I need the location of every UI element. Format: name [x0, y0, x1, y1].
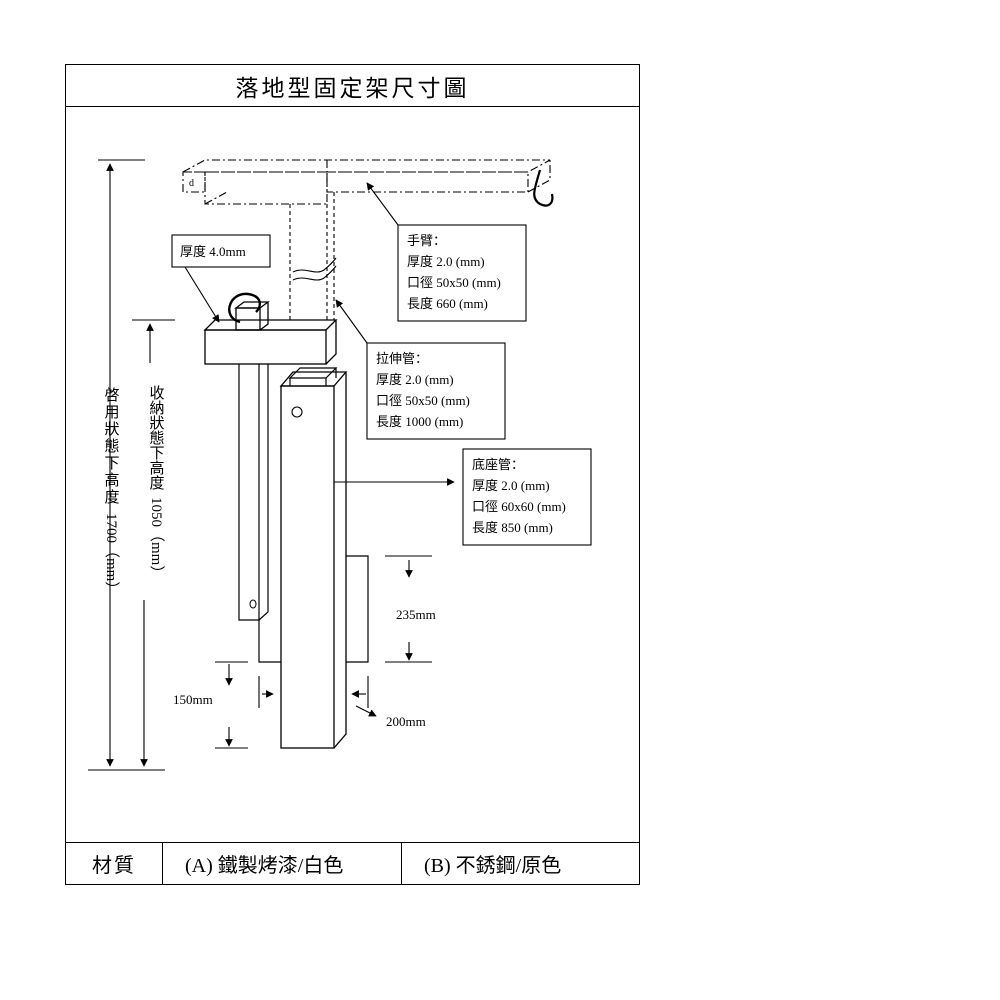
- tube-segment: [288, 367, 338, 386]
- base-thickness: 厚度 2.0 (mm): [472, 478, 550, 493]
- leader-arm: [366, 182, 399, 226]
- stowed-height-text: 收納狀態下高度: [149, 385, 164, 492]
- stowed-arm: [238, 364, 269, 621]
- callout-base: 底座管： 厚度 2.0 (mm) 口徑 60x60 (mm) 長度 850 (m…: [462, 448, 592, 546]
- dimension-1050: [132, 319, 175, 767]
- knob-hook-icon: [228, 292, 261, 324]
- dim-150-text: 150mm: [173, 692, 213, 707]
- arm-hook-icon: [533, 169, 554, 207]
- base-tube-hole: [291, 406, 303, 418]
- tube-length: 長度 1000 (mm): [376, 414, 463, 429]
- in-use-height-label: 啓用狀態下高度 1700（mm）: [103, 387, 120, 596]
- dimension-235: [385, 555, 432, 663]
- drawing-sheet: 落地型固定架尺寸圖 材質 (A) 鐵製烤漆/白色 (B) 不銹鋼/原色: [65, 64, 640, 885]
- dimension-1700: [88, 159, 165, 771]
- material-table: 材質 (A) 鐵製烤漆/白色 (B) 不銹鋼/原色: [66, 842, 639, 884]
- base-heading: 底座管：: [472, 457, 524, 472]
- in-use-height-text: 啓用狀態下高度: [104, 387, 119, 506]
- arm-thickness: 厚度 2.0 (mm): [407, 254, 485, 269]
- drawing-title: 落地型固定架尺寸圖: [66, 65, 639, 107]
- arm-pin-hole: [249, 599, 257, 609]
- dim-235-text: 235mm: [396, 607, 436, 622]
- base-tube: [279, 371, 348, 749]
- arm-heading: 手臂：: [407, 233, 446, 248]
- break-mark-lower: [292, 265, 337, 281]
- material-option-b: (B) 不銹鋼/原色: [424, 855, 562, 877]
- right-foot: [346, 555, 369, 663]
- leader-tube: [335, 299, 368, 344]
- material-label: 材質: [66, 843, 163, 884]
- arm-end-mark: d: [189, 178, 194, 189]
- arm-bore: 口徑 50x50 (mm): [407, 275, 501, 290]
- tube-heading: 拉伸管：: [376, 351, 428, 366]
- material-option-a: (A) 鐵製烤漆/白色: [163, 843, 402, 884]
- arm-length: 長度 660 (mm): [407, 296, 488, 311]
- collar-block: [203, 319, 338, 365]
- base-bore: 口徑 60x60 (mm): [472, 499, 566, 514]
- dimension-150: [215, 661, 274, 749]
- left-foot: [258, 620, 281, 663]
- handle-knob: [234, 301, 270, 331]
- tube-thickness: 厚度 2.0 (mm): [376, 372, 454, 387]
- base-length: 長度 850 (mm): [472, 520, 553, 535]
- dimension-200: [351, 676, 377, 717]
- callout-thickness-text: 厚度 4.0mm: [180, 244, 246, 259]
- break-mark-upper: [292, 257, 337, 273]
- callout-thickness: 厚度 4.0mm: [171, 234, 271, 268]
- leader-thickness: [184, 266, 220, 323]
- height-value-text: 1700（mm）: [103, 513, 120, 596]
- extended-arm-outline: [182, 159, 551, 205]
- callout-tube: 拉伸管： 厚度 2.0 (mm) 口徑 50x50 (mm) 長度 1000 (…: [366, 342, 506, 440]
- tube-bore: 口徑 50x50 (mm): [376, 393, 470, 408]
- extended-tube-outline: [289, 192, 335, 320]
- callout-arm: 手臂： 厚度 2.0 (mm) 口徑 50x50 (mm) 長度 660 (mm…: [397, 224, 527, 322]
- stowed-height-label: 收納狀態下高度 1050（mm）: [148, 385, 165, 580]
- dim-200-text: 200mm: [386, 714, 426, 729]
- height-value-text: 1050（mm）: [148, 497, 165, 580]
